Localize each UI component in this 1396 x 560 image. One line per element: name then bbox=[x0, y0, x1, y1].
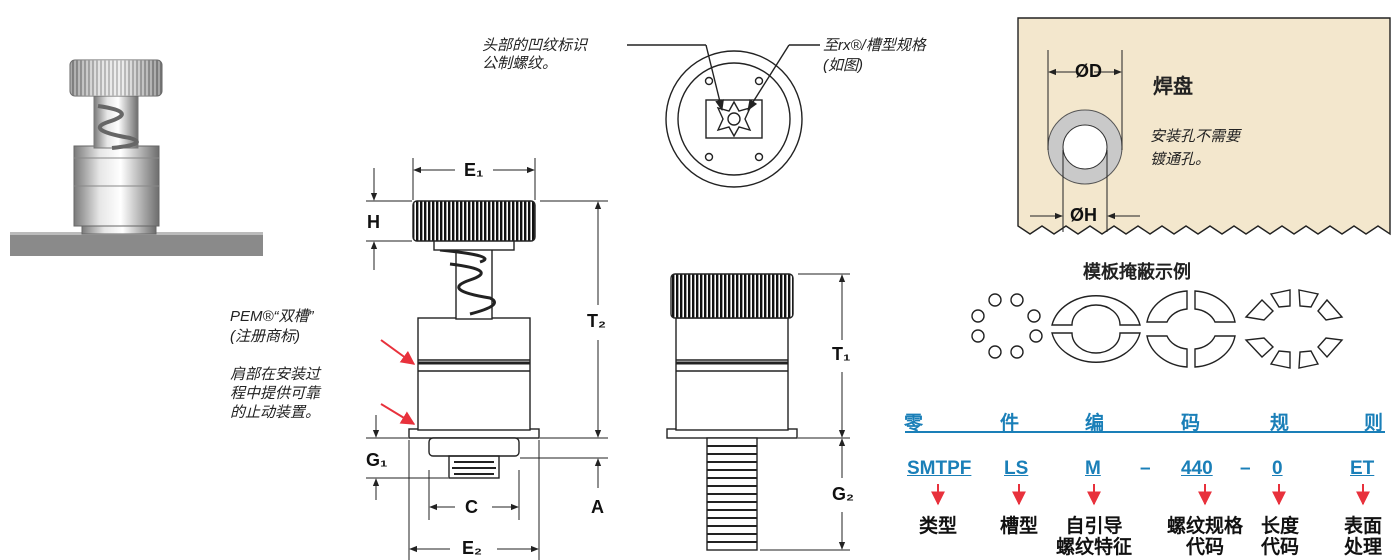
head-marking-callout-2: 公制螺纹。 bbox=[482, 55, 558, 72]
dim-h: H bbox=[367, 212, 380, 232]
dim-a: A bbox=[591, 497, 604, 517]
pn-label-thread-size-l2: 代码 bbox=[1185, 537, 1224, 558]
red-pointer-arrows bbox=[380, 339, 416, 425]
dim-c: C bbox=[465, 497, 478, 517]
pn-label-thread-size: 螺纹规格代码 bbox=[1155, 516, 1255, 558]
shoulder-callout-3: 的止动装置。 bbox=[230, 404, 321, 421]
side-view-2-drawing bbox=[666, 273, 798, 551]
pn-label-type-text: 类型 bbox=[918, 516, 957, 537]
dim-t2: T₂ bbox=[587, 311, 606, 331]
pn-code-length: 0 bbox=[1272, 458, 1283, 479]
dim-g2: G₂ bbox=[832, 484, 854, 504]
pn-label-thread-size-l1: 螺纹规格 bbox=[1166, 516, 1243, 537]
dimension-lines-view2 bbox=[760, 273, 850, 551]
recess-callout-1: 至rx®/槽型规格 bbox=[823, 37, 926, 54]
dimension-lines-main bbox=[366, 158, 608, 560]
pad-note-2: 镀通孔。 bbox=[1150, 151, 1211, 168]
pn-code-type: SMTPF bbox=[907, 458, 972, 479]
pn-label-finish: 表面处理 bbox=[1335, 516, 1391, 558]
pn-title-char-5: 规 bbox=[1270, 413, 1290, 434]
dim-g1: G₁ bbox=[366, 450, 388, 470]
pn-label-type: 类型 bbox=[908, 516, 968, 537]
pn-label-slot: 槽型 bbox=[989, 516, 1049, 537]
pn-dash-2: – bbox=[1240, 458, 1251, 479]
stencil-examples bbox=[971, 289, 1344, 369]
installed-fastener-photo bbox=[10, 59, 263, 256]
pn-label-thread-feature-l1: 自引导 bbox=[1065, 516, 1123, 537]
dim-t1: T₁ bbox=[832, 344, 851, 364]
pn-label-slot-text: 槽型 bbox=[999, 516, 1038, 537]
stencil-title: 模板掩蔽示例 bbox=[1083, 262, 1191, 282]
side-view-drawing bbox=[408, 200, 540, 479]
pem-callout-2: (注册商标) bbox=[230, 328, 300, 345]
top-view-drawing bbox=[627, 44, 820, 188]
head-marking-callout-1: 头部的凹纹标识 bbox=[482, 37, 588, 54]
part-number-graphics bbox=[905, 431, 1385, 506]
recess-callout-2: (如图) bbox=[823, 57, 863, 74]
pn-title-char-2: 件 bbox=[1000, 413, 1020, 434]
pn-label-length: 长度代码 bbox=[1252, 516, 1308, 558]
pad-drawing bbox=[1017, 17, 1391, 236]
dim-e1: E₁ bbox=[464, 160, 484, 180]
pn-title-char-3: 编 bbox=[1085, 413, 1105, 434]
pn-title-char-1: 零 bbox=[904, 413, 924, 434]
pn-label-thread-feature-l2: 螺纹特征 bbox=[1055, 537, 1132, 558]
pad-label: 焊盘 bbox=[1153, 76, 1193, 98]
pn-title-char-6: 则 bbox=[1364, 413, 1384, 434]
pn-code-slot: LS bbox=[1004, 458, 1029, 479]
shoulder-callout-1: 肩部在安装过 bbox=[230, 366, 321, 383]
dim-pad-d: ØD bbox=[1075, 61, 1102, 81]
pn-code-finish: ET bbox=[1350, 458, 1375, 479]
shoulder-callout-2: 程中提供可靠 bbox=[230, 385, 321, 402]
pn-title-char-4: 码 bbox=[1181, 413, 1201, 434]
dim-e2: E₂ bbox=[462, 538, 483, 558]
pn-code-thread-size: 440 bbox=[1181, 458, 1213, 479]
pn-label-finish-l2: 处理 bbox=[1343, 537, 1382, 558]
pn-label-finish-l1: 表面 bbox=[1343, 516, 1382, 537]
pn-label-thread-feature: 自引导螺纹特征 bbox=[1046, 516, 1142, 558]
pn-code-thread-feature: M bbox=[1085, 458, 1101, 479]
pn-dash-1: – bbox=[1140, 458, 1151, 479]
dim-pad-h: ØH bbox=[1070, 205, 1097, 225]
pn-label-length-l2: 代码 bbox=[1260, 537, 1299, 558]
pad-note-1: 安装孔不需要 bbox=[1150, 128, 1241, 145]
pem-callout-1: PEM®“双槽” bbox=[230, 308, 314, 325]
pn-label-length-l1: 长度 bbox=[1260, 516, 1299, 537]
